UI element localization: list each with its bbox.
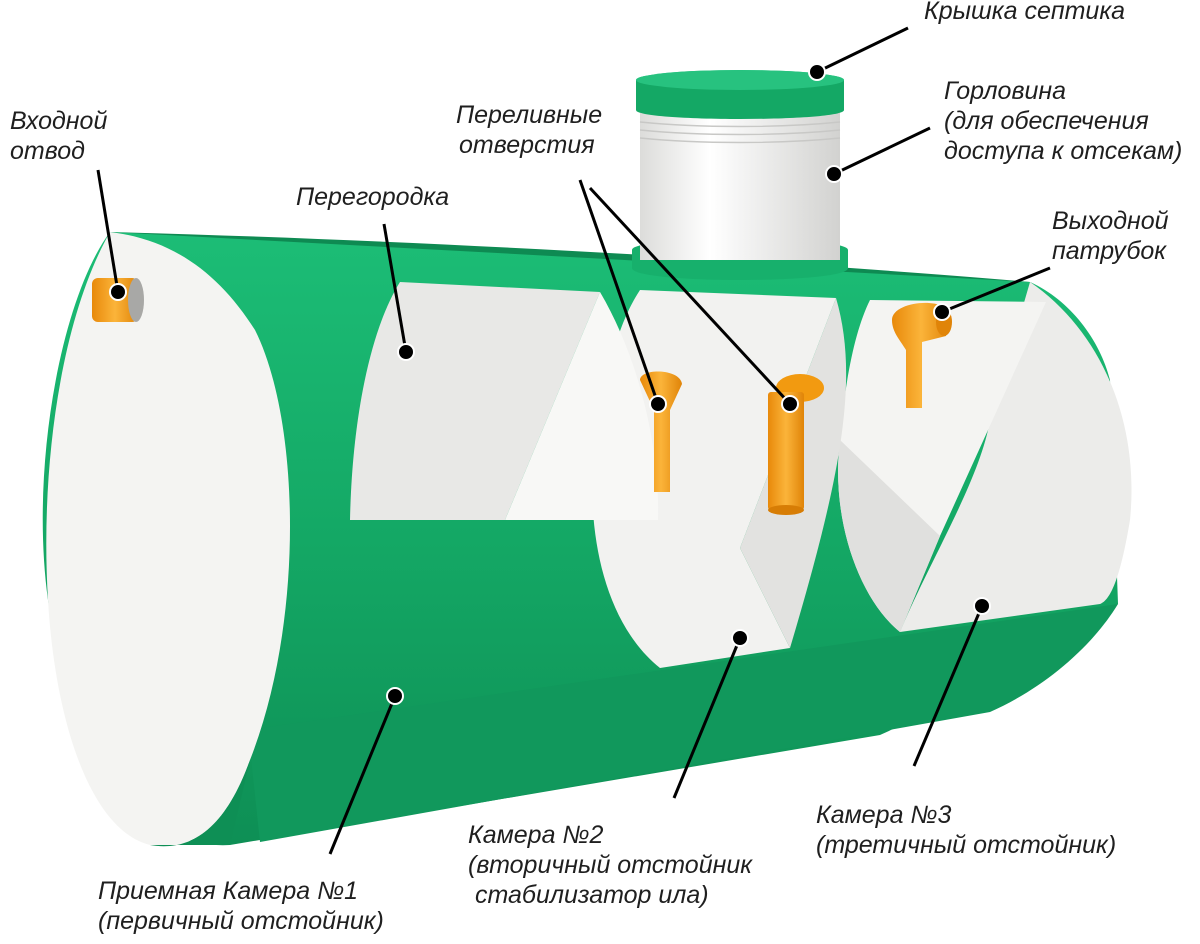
label-overflow: Переливные отверстия bbox=[456, 100, 602, 160]
label-neck-line1: Горловина bbox=[944, 77, 1067, 105]
label-outlet: Выходной патрубок bbox=[1052, 206, 1169, 266]
label-neck: Горловина (для обеспечения доступа к отс… bbox=[944, 76, 1182, 166]
label-chamber2-line3: стабилизатор ила) bbox=[468, 881, 709, 909]
label-chamber1: Приемная Камера №1 (первичный отстойник) bbox=[98, 876, 384, 936]
label-overflow-line2: отверстия bbox=[459, 131, 595, 159]
label-lid-text: Крышка септика bbox=[924, 0, 1126, 25]
label-inlet-line1: Входной bbox=[10, 107, 108, 135]
label-outlet-line2: патрубок bbox=[1052, 237, 1167, 265]
label-overflow-line1: Переливные bbox=[456, 101, 603, 129]
tank-interior bbox=[46, 232, 1132, 847]
leader-dots bbox=[109, 63, 991, 705]
tank-lid bbox=[636, 70, 844, 119]
leader-lines bbox=[96, 26, 1051, 855]
label-chamber3: Камера №3 (третичный отстойник) bbox=[816, 800, 1116, 860]
label-chamber3-line2: (третичный отстойник) bbox=[816, 831, 1117, 859]
label-outlet-line1: Выходной bbox=[1052, 207, 1169, 235]
tank-neck bbox=[632, 110, 848, 280]
label-inlet-line2: отвод bbox=[10, 137, 85, 165]
label-chamber2: Камера №2 (вторичный отстойник стабилиза… bbox=[468, 820, 752, 910]
label-inlet: Входной отвод bbox=[10, 106, 107, 166]
label-chamber2-line2: (вторичный отстойник bbox=[468, 851, 753, 879]
label-neck-line2: (для обеспечения bbox=[944, 107, 1149, 135]
label-lid: Крышка септика bbox=[924, 0, 1125, 26]
label-partition: Перегородка bbox=[296, 182, 449, 212]
label-neck-line3: доступа к отсекам) bbox=[944, 137, 1183, 165]
label-chamber2-line1: Камера №2 bbox=[468, 821, 604, 849]
label-chamber1-line1: Приемная Камера №1 bbox=[98, 877, 359, 905]
label-partition-text: Перегородка bbox=[296, 183, 450, 211]
overflow-pipe-2 bbox=[768, 374, 824, 515]
label-chamber3-line1: Камера №3 bbox=[816, 801, 952, 829]
label-chamber1-line2: (первичный отстойник) bbox=[98, 907, 384, 935]
